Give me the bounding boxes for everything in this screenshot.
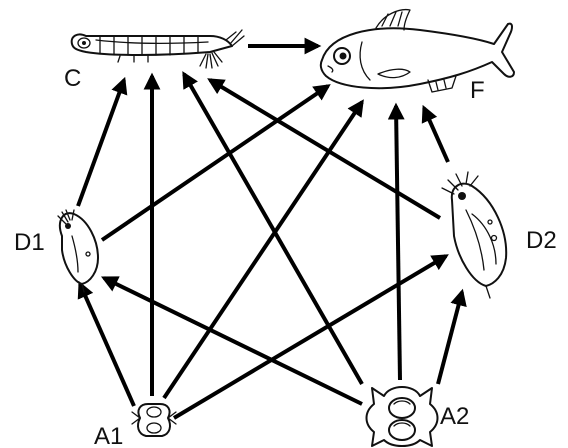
copepod-larva-icon [72, 30, 244, 68]
edges [78, 46, 462, 418]
algae-large-icon [367, 387, 438, 446]
arrow-a2-to-c [184, 74, 362, 384]
arrow-a1-to-d1 [80, 284, 134, 406]
arrow-d1-to-c [78, 80, 124, 206]
node-label-d2: D2 [526, 227, 557, 254]
daphnia-small-icon [58, 210, 98, 292]
arrow-a1-to-d2 [174, 256, 446, 418]
arrow-a2-to-f [396, 106, 400, 380]
arrow-d2-to-c [210, 80, 440, 218]
arrow-d2-to-f [424, 108, 448, 162]
node-label-c: C [64, 65, 81, 92]
node-label-f: F [470, 77, 485, 104]
arrow-a2-to-d2 [438, 292, 462, 384]
daphnia-large-icon [442, 172, 506, 298]
node-label-d1: D1 [14, 229, 45, 256]
fish-icon [321, 10, 514, 92]
node-label-a1: A1 [94, 423, 123, 448]
node-label-a2: A2 [440, 403, 469, 430]
algae-small-icon [132, 404, 176, 436]
arrow-d1-to-f [102, 86, 328, 240]
